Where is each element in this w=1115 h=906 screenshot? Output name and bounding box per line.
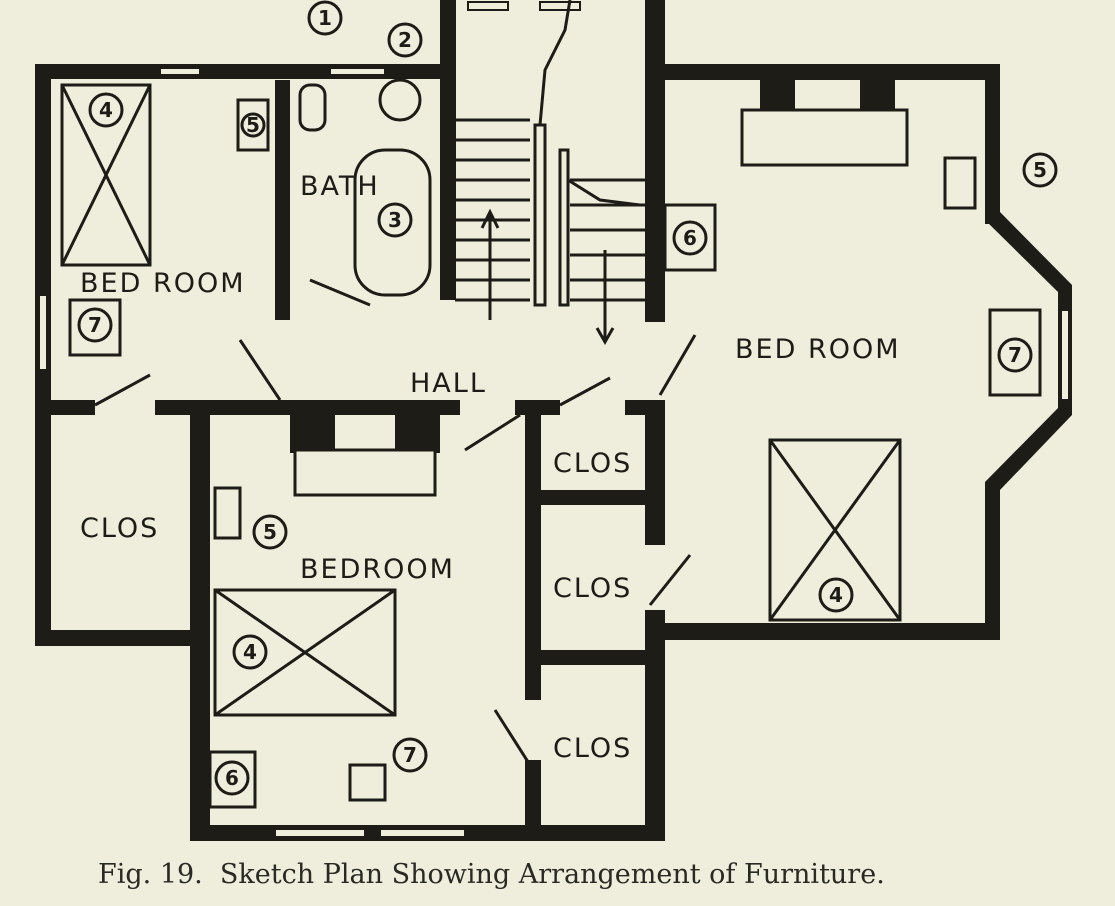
window	[159, 67, 201, 76]
label-bed-room-right: BED ROOM	[735, 334, 901, 365]
label-clos-left: CLOS	[80, 513, 159, 544]
marker-7: 7	[403, 743, 417, 767]
stair-rail	[558, 148, 570, 307]
toilet	[298, 83, 327, 132]
down-arrow-icon	[595, 327, 615, 346]
bed-cross	[214, 588, 396, 717]
room-labels: BED ROOM BATH HALL BED ROOM BEDROOM CLOS…	[80, 171, 901, 764]
up-arrow-icon	[480, 208, 500, 229]
marker-circle	[997, 337, 1033, 373]
wall	[645, 0, 665, 322]
wall	[645, 610, 665, 840]
door-swing	[94, 373, 151, 407]
wall	[655, 64, 1000, 80]
window	[329, 67, 386, 76]
stand	[348, 763, 387, 802]
wall	[540, 490, 650, 505]
marker-circle	[392, 737, 428, 773]
label-clos-1: CLOS	[553, 448, 632, 479]
label-bedroom-lower: BEDROOM	[300, 554, 455, 585]
marker-circle	[214, 760, 250, 796]
marker-2: 2	[398, 28, 412, 52]
marker-circle	[672, 220, 708, 256]
wall	[655, 623, 1000, 640]
window	[1060, 309, 1070, 401]
marker-5: 5	[263, 520, 277, 544]
window	[467, 1, 509, 11]
door-swing	[493, 709, 532, 766]
walls	[35, 0, 1072, 841]
marker-7: 7	[1008, 343, 1022, 367]
marker-circle	[232, 634, 268, 670]
marker-4: 4	[99, 98, 113, 122]
staircase	[455, 0, 645, 346]
label-bed-room-left: BED ROOM	[80, 268, 246, 299]
wall	[525, 405, 541, 700]
marker-7: 7	[88, 313, 102, 337]
wall	[290, 408, 335, 453]
marker-5: 5	[246, 113, 260, 137]
wall	[395, 408, 440, 453]
label-hall: HALL	[410, 368, 487, 399]
chair	[943, 156, 977, 210]
window	[274, 828, 366, 838]
wall	[50, 400, 95, 415]
marker-circle	[1022, 152, 1058, 188]
door-swing	[238, 339, 282, 401]
stair-rail	[533, 123, 547, 307]
label-bath: BATH	[300, 171, 380, 202]
window	[379, 828, 466, 838]
wall	[440, 0, 456, 300]
label-clos-3: CLOS	[553, 733, 632, 764]
marker-5: 5	[1033, 158, 1047, 182]
door-swing	[309, 278, 371, 307]
wall	[985, 64, 1000, 224]
marker-circle	[77, 307, 113, 343]
wall	[645, 405, 665, 545]
wall	[155, 400, 460, 415]
marker-circle	[377, 202, 413, 238]
wall	[35, 630, 200, 646]
marker-1: 1	[318, 6, 332, 30]
door-swing	[464, 413, 521, 452]
doors	[94, 278, 697, 766]
marker-circle	[88, 92, 124, 128]
marker-circle	[307, 0, 343, 36]
break-line	[567, 178, 641, 207]
sink	[378, 78, 422, 122]
wall	[540, 650, 650, 665]
windows	[38, 1, 1070, 838]
dresser	[293, 448, 437, 497]
wall	[985, 482, 1000, 640]
marker-circle	[240, 112, 266, 138]
marker-4: 4	[243, 640, 257, 664]
wall	[190, 415, 210, 840]
figure-caption: Fig. 19. Sketch Plan Showing Arrangement…	[98, 859, 885, 890]
markers: 1 2 3 4 4 4 5 5 5 6 6 7 7 7	[77, 0, 1058, 796]
marker-6: 6	[225, 766, 239, 790]
wall	[525, 760, 541, 830]
bed-cross	[768, 439, 902, 621]
door-swing	[559, 376, 611, 407]
dresser	[740, 108, 909, 167]
window	[38, 294, 48, 371]
label-clos-2: CLOS	[553, 573, 632, 604]
bay-wall	[985, 212, 1072, 490]
window	[539, 1, 581, 11]
marker-6: 6	[683, 226, 697, 250]
marker-3: 3	[388, 208, 402, 232]
marker-circle	[387, 22, 423, 58]
door-swing	[648, 554, 692, 606]
door-swing	[658, 334, 697, 396]
bed-cross	[60, 84, 152, 266]
marker-circle	[818, 577, 854, 613]
chair	[213, 486, 242, 540]
marker-4: 4	[829, 583, 843, 607]
marker-circle	[252, 514, 288, 550]
break-line	[538, 0, 572, 126]
wall	[275, 80, 290, 320]
